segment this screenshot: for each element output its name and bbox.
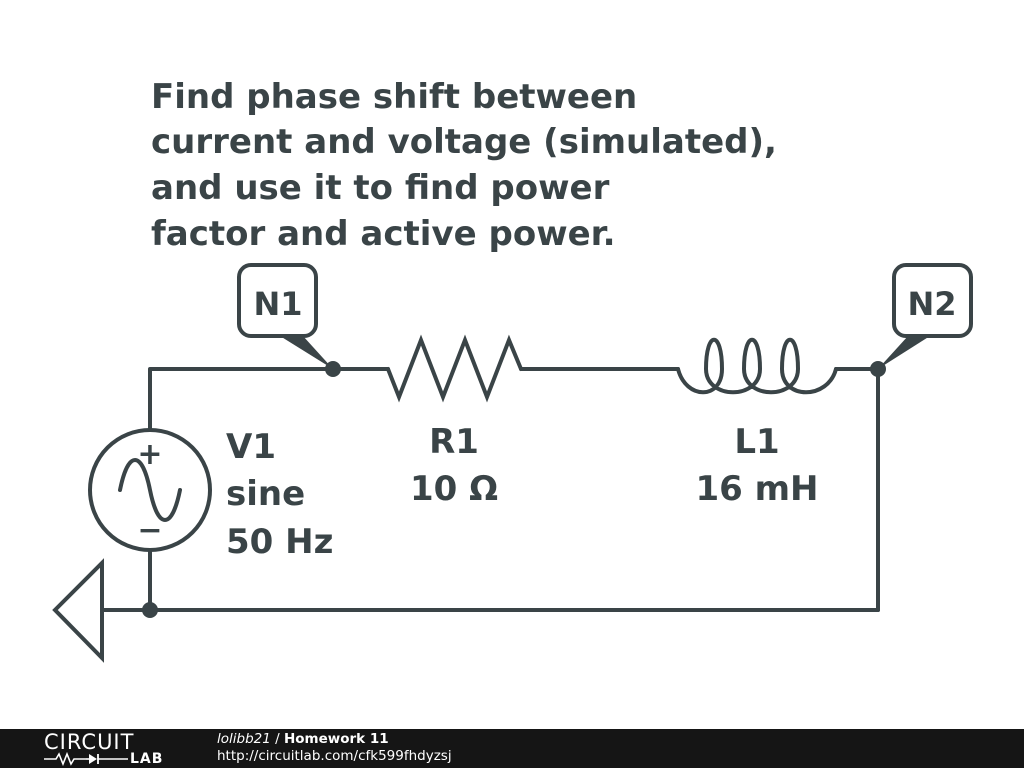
footer-meta: lolibb21 / Homework 11 http://circuitlab… (217, 731, 452, 765)
source-label: V1 sine 50 Hz (226, 427, 333, 562)
footer-title[interactable]: Homework 11 (283, 731, 389, 747)
footer-title-line: lolibb21 / Homework 11 (217, 731, 452, 748)
wire-top-left (148, 367, 390, 432)
prompt-line-4: factor and active power. (151, 214, 616, 254)
inductor-l1[interactable] (676, 337, 838, 395)
source-frequency: 50 Hz (226, 522, 333, 562)
source-type: sine (226, 474, 305, 514)
source-minus-sign: − (137, 513, 162, 548)
prompt-line-3: and use it to find power (151, 168, 610, 208)
resistor-r1[interactable] (386, 334, 523, 403)
node-label-n2-text: N2 (907, 285, 956, 323)
prompt-line-2: current and voltage (simulated), (151, 122, 777, 162)
logo-text-top: CIRCUIT (44, 730, 135, 754)
footer-url[interactable]: http://circuitlab.com/cfk599fhdyzsj (217, 748, 452, 764)
prompt-line-1: Find phase shift between (151, 77, 637, 117)
resistor-label: R1 10 Ω (410, 422, 498, 509)
inductor-name: L1 (734, 422, 779, 462)
node-label-n2[interactable]: N2 (878, 263, 973, 369)
junction-dot-ground (142, 602, 158, 618)
source-name: V1 (226, 427, 276, 467)
voltage-source-v1[interactable]: + − (88, 428, 212, 552)
prompt-text: Find phase shift between current and vol… (151, 77, 777, 254)
footer-bar: CIRCUIT LAB lolibb21 / Homework 11 http:… (0, 729, 1024, 768)
circuitlab-logo[interactable]: CIRCUIT LAB (44, 731, 174, 767)
footer-separator: / (270, 731, 284, 747)
resistor-name: R1 (429, 422, 479, 462)
ground-symbol (52, 558, 104, 663)
source-plus-sign: + (137, 437, 162, 472)
node-label-n1[interactable]: N1 (237, 263, 333, 369)
footer-user[interactable]: lolibb21 (217, 731, 271, 747)
sine-wave-icon (118, 458, 182, 522)
inductor-label: L1 16 mH (695, 422, 818, 509)
node-label-n1-text: N1 (253, 285, 302, 323)
resistor-value: 10 Ω (410, 469, 498, 509)
wires (98, 367, 880, 612)
inductor-value: 16 mH (695, 469, 818, 509)
logo-text-bottom: LAB (130, 751, 164, 767)
logo-circuit-icon (44, 751, 128, 767)
